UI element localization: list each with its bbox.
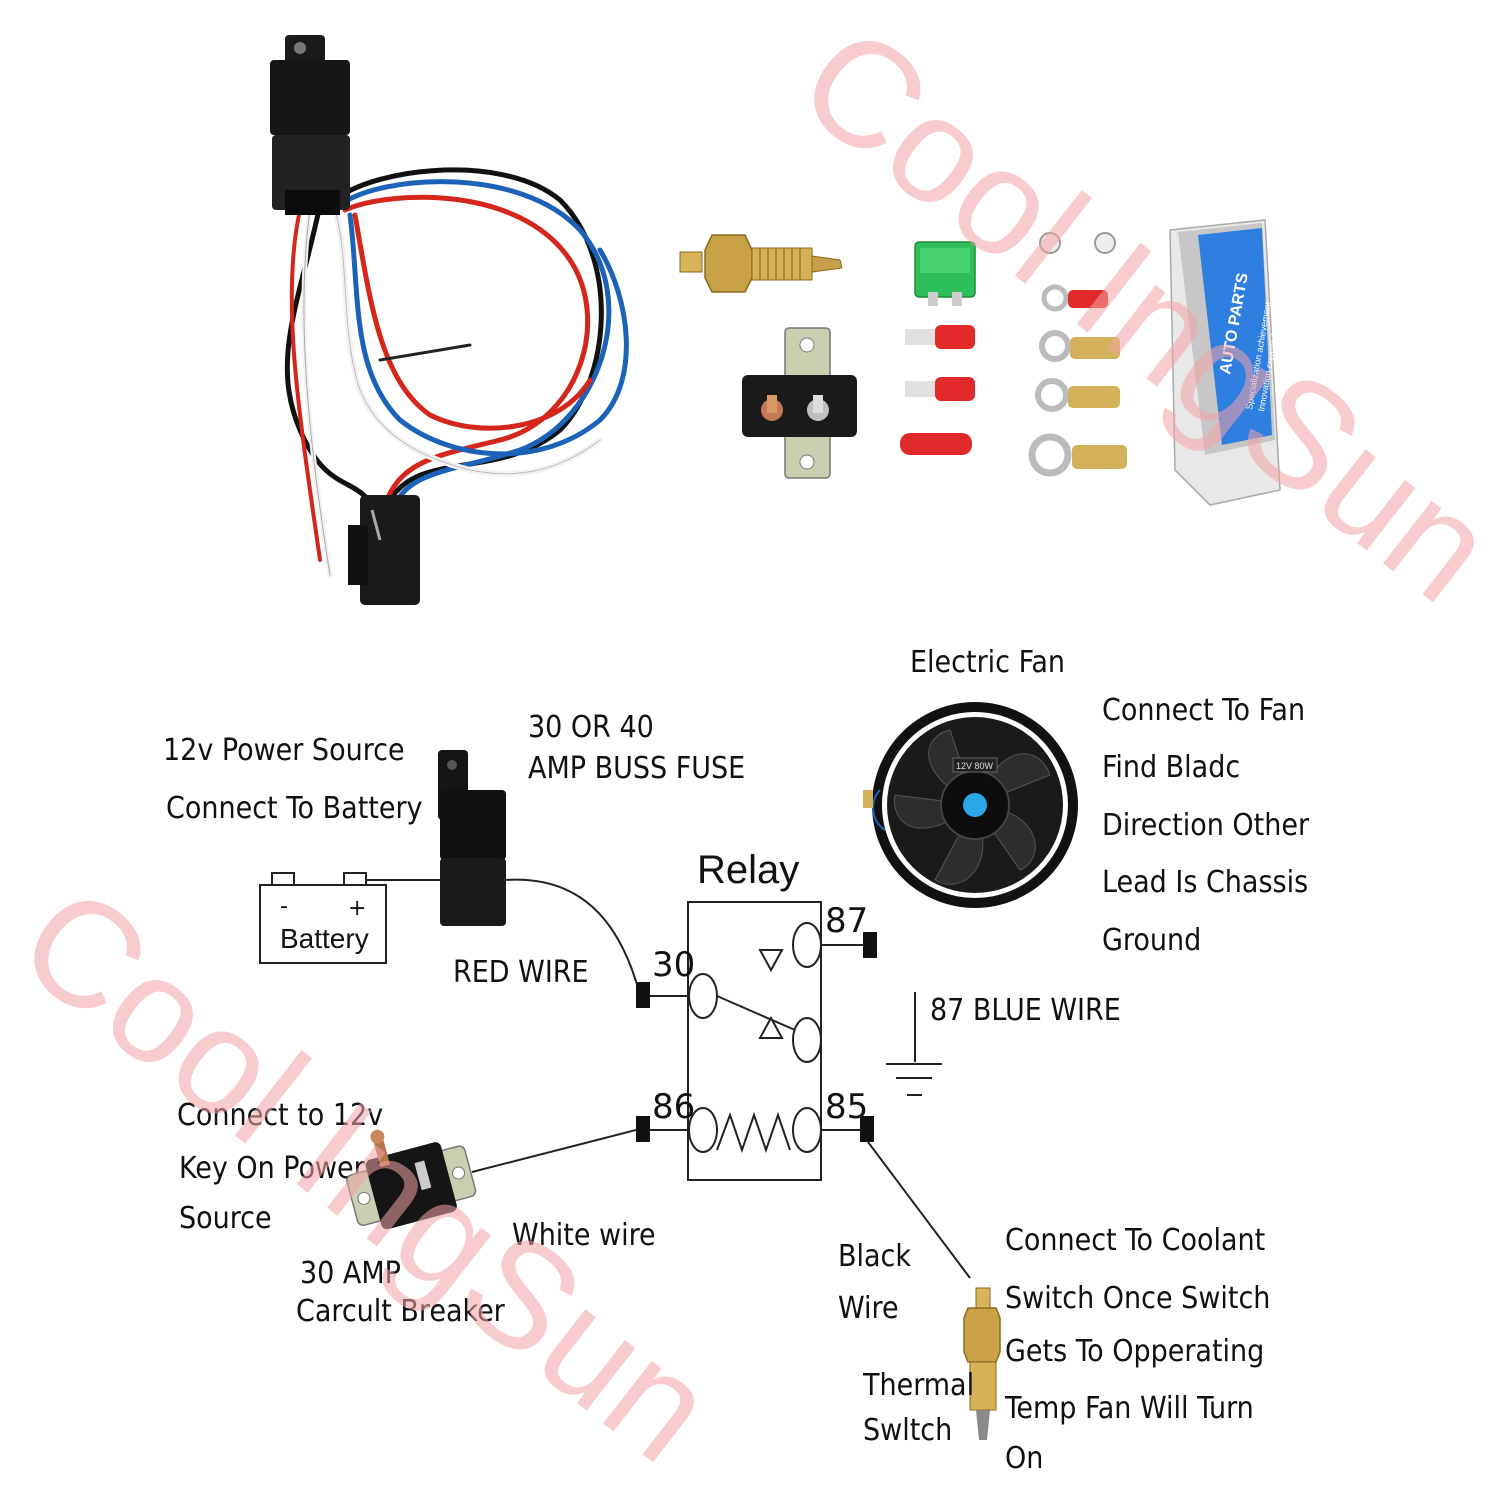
fuse-label-2: AMP BUSS FUSE: [528, 751, 745, 786]
fan-badge: 12V 80W: [956, 761, 994, 771]
red-wire-label: RED WIRE: [453, 955, 589, 990]
pin-86: 86: [652, 1087, 695, 1127]
fan-note-3: Direction Other: [1102, 808, 1310, 843]
black-wire-line: [867, 1141, 971, 1279]
pin-85: 85: [825, 1087, 868, 1127]
white-wire-line: [471, 1129, 637, 1173]
terminals: [900, 325, 975, 455]
ground-symbol: [886, 992, 942, 1096]
electric-fan-label: Electric Fan: [910, 645, 1065, 680]
electric-fan: 12V 80W: [863, 702, 1078, 908]
diagram-circuit-breaker: [346, 1129, 477, 1230]
black-wire-label-2: Wire: [838, 1291, 899, 1326]
key-on-label-3: Source: [179, 1201, 272, 1236]
watermark-top: Cool IngSun: [770, 0, 1500, 634]
battery: - + Battery: [259, 872, 387, 964]
coolant-note-2: Switch Once Switch: [1005, 1281, 1270, 1316]
coolant-note-5: On: [1005, 1441, 1043, 1476]
power-source-label-1: 12v Power Source: [163, 733, 405, 768]
pin-30: 30: [652, 945, 695, 985]
fan-note-5: Ground: [1102, 923, 1201, 958]
blue-wire-label: 87 BLUE WIRE: [930, 993, 1121, 1028]
relay-socket: [348, 495, 420, 605]
package-box: AUTO PARTS Specialization achievement In…: [1169, 219, 1283, 506]
coolant-note-4: Temp Fan Will Turn: [1004, 1391, 1254, 1426]
relay-schematic: Relay 30 87 86: [636, 848, 877, 1181]
fuse-label-1: 30 OR 40: [528, 710, 654, 745]
thermal-switch: [679, 234, 843, 293]
battery-label: Battery: [280, 923, 369, 954]
battery-minus: -: [280, 894, 288, 919]
battery-plus: +: [348, 896, 366, 921]
product-photo: AUTO PARTS Specialization achievement In…: [270, 35, 1283, 605]
coolant-note-1: Connect To Coolant: [1005, 1223, 1265, 1258]
fan-note-2: Find Bladc: [1102, 750, 1240, 785]
fuse-holder: [438, 750, 506, 926]
circuit-breaker: [742, 327, 857, 479]
power-source-label-2: Connect To Battery: [166, 791, 423, 826]
key-on-label-1: Connect to 12v: [177, 1098, 383, 1133]
white-wire-label: White wire: [512, 1218, 656, 1253]
breaker-label-1: 30 AMP: [300, 1256, 401, 1291]
relay-body: [270, 35, 350, 215]
diagram-thermal-switch: [963, 1287, 1001, 1440]
fan-note-4: Lead Is Chassis: [1102, 865, 1308, 900]
relay-title: Relay: [697, 848, 799, 892]
relay-harness: [284, 167, 629, 578]
red-wire-line: [504, 878, 641, 996]
pin-87: 87: [825, 901, 868, 941]
wiring-diagram: 12v Power Source Connect To Battery 30 O…: [163, 645, 1310, 1476]
fan-note-1: Connect To Fan: [1102, 693, 1305, 728]
coolant-note-3: Gets To Opperating: [1005, 1334, 1264, 1369]
thermal-label-1: Thermal: [862, 1368, 974, 1403]
breaker-label-2: Carcult Breaker: [296, 1294, 506, 1329]
key-on-label-2: Key On Power: [179, 1151, 366, 1186]
fuse: [914, 241, 976, 306]
thermal-label-2: Swltch: [863, 1413, 952, 1448]
ring-terminals: [1028, 232, 1127, 477]
black-wire-label-1: Black: [838, 1239, 911, 1274]
